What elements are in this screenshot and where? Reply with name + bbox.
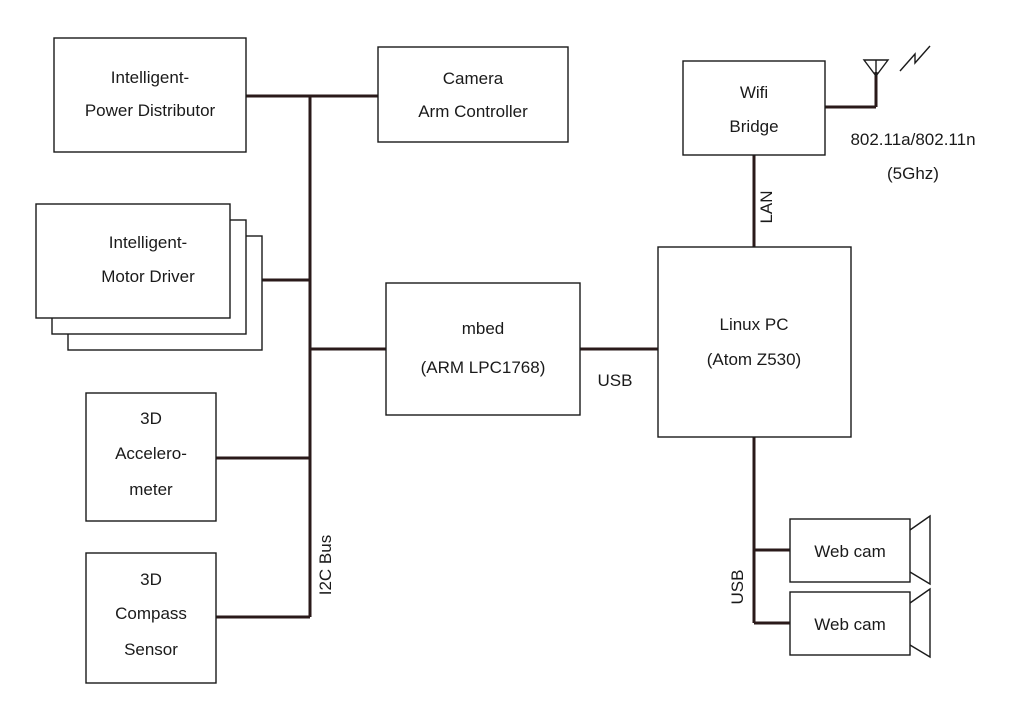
compass-label-3: Sensor	[124, 640, 178, 659]
linux-pc-label-2: (Atom Z530)	[707, 350, 801, 369]
compass-label-2: Compass	[115, 604, 187, 623]
block-accelerometer: 3D Accelero- meter	[85, 392, 217, 522]
usb-webcams-label: USB	[728, 570, 747, 605]
wires	[216, 72, 878, 625]
motor-driver-label-1: Intelligent-	[109, 233, 187, 252]
linux-pc-label-1: Linux PC	[720, 315, 789, 334]
accelerometer-label-3: meter	[129, 480, 173, 499]
radio-wave-icon	[899, 45, 931, 72]
power-distributor-label-2: Power Distributor	[85, 101, 216, 120]
usb-mbed-pc-label: USB	[598, 371, 633, 390]
antenna-icon	[862, 59, 890, 78]
block-compass-sensor: 3D Compass Sensor	[85, 552, 217, 684]
wifi-bridge-label-2: Bridge	[729, 117, 778, 136]
webcam-2-label: Web cam	[814, 615, 886, 634]
mbed-label-1: mbed	[462, 319, 505, 338]
block-linux-pc: Linux PC (Atom Z530)	[657, 246, 852, 438]
wifi-bridge-label-1: Wifi	[740, 83, 768, 102]
camera-arm-label-1: Camera	[443, 69, 504, 88]
webcam-1-label: Web cam	[814, 542, 886, 561]
mbed-label-2: (ARM LPC1768)	[421, 358, 546, 377]
lan-label: LAN	[757, 190, 776, 223]
compass-label-1: 3D	[140, 570, 162, 589]
i2c-bus-label: I2C Bus	[316, 535, 335, 595]
accelerometer-label-1: 3D	[140, 409, 162, 428]
camera-arm-label-2: Arm Controller	[418, 102, 528, 121]
block-mbed: mbed (ARM LPC1768)	[385, 282, 581, 416]
block-wifi-bridge: Wifi Bridge	[682, 60, 826, 156]
block-webcam-2: Web cam	[789, 587, 931, 659]
block-motor-driver: Intelligent- Motor Driver	[35, 203, 263, 351]
motor-driver-label-2: Motor Driver	[101, 267, 195, 286]
accelerometer-label-2: Accelero-	[115, 444, 187, 463]
wireless-band-label: (5Ghz)	[887, 164, 939, 183]
block-camera-arm-controller: Camera Arm Controller	[377, 46, 569, 143]
motor-driver-front	[35, 203, 231, 319]
block-webcam-1: Web cam	[789, 514, 931, 586]
webcam-icon	[909, 514, 931, 586]
wireless-standard-label: 802.11a/802.11n	[850, 130, 975, 149]
block-power-distributor: Intelligent- Power Distributor	[53, 37, 247, 153]
webcam-icon	[909, 587, 931, 659]
power-distributor-label-1: Intelligent-	[111, 68, 189, 87]
